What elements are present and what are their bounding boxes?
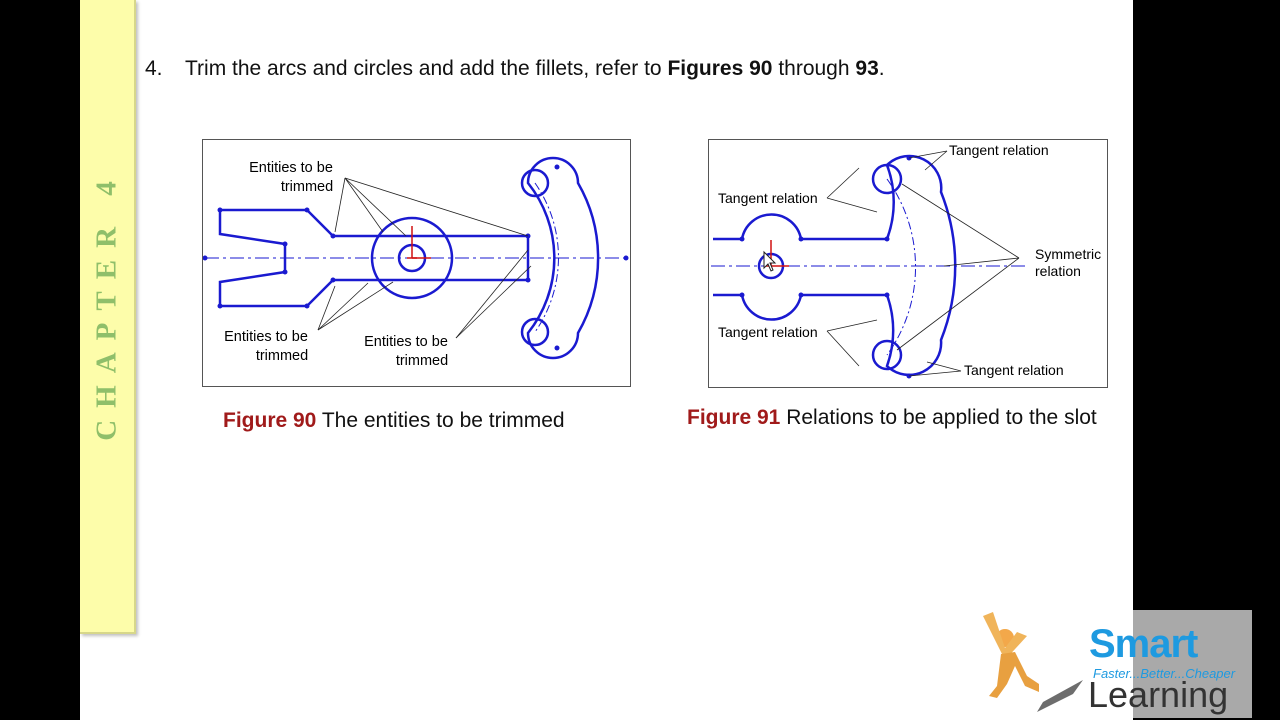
figure-91: Tangent relation Tangent relation Symmet… xyxy=(708,139,1108,388)
figure-90-number: Figure 90 xyxy=(223,409,317,432)
leader-lines xyxy=(826,150,1020,377)
label-symmetric: Symmetric xyxy=(1035,246,1101,262)
figure-90-caption: Figure 90 The entities to be trimmed xyxy=(223,409,565,432)
chapter-label: CHAPTER 4 xyxy=(90,169,123,441)
label-top-2: trimmed xyxy=(281,179,333,195)
figure-reference: Figures 90 xyxy=(667,57,773,80)
figure-90: Entities to be trimmed Entities to be tr… xyxy=(202,139,631,387)
logo-tagline: Faster...Better...Cheaper xyxy=(1093,666,1236,681)
slot-centerline-arc xyxy=(886,178,916,356)
step-number: 4. xyxy=(145,57,163,80)
mouse-cursor-icon xyxy=(763,250,777,272)
label-tangent-top-right: Tangent relation xyxy=(949,142,1049,158)
label-bottom-left-2: trimmed xyxy=(256,348,308,364)
label-bottom-left: Entities to be xyxy=(224,329,308,345)
document-page: CHAPTER 4 4.Trim the arcs and circles an… xyxy=(80,0,1133,720)
logo-brand: Smart xyxy=(1089,622,1198,666)
leader-lines xyxy=(317,177,532,339)
label-bottom-mid: Entities to be xyxy=(364,334,448,350)
slot-centerline-arc xyxy=(534,182,559,333)
logo-backdrop xyxy=(1133,610,1252,718)
label-tangent-left-lower: Tangent relation xyxy=(718,324,818,340)
step-instruction: 4.Trim the arcs and circles and add the … xyxy=(145,57,885,80)
sketch-profile xyxy=(713,154,957,377)
label-tangent-bottom-right: Tangent relation xyxy=(964,362,1064,378)
figure-91-number: Figure 91 xyxy=(687,406,781,429)
logo-word: Learning xyxy=(1088,674,1229,715)
label-top: Entities to be xyxy=(249,160,333,176)
figure-91-caption: Figure 91 Relations to be applied to the… xyxy=(687,406,1097,429)
label-symmetric-2: relation xyxy=(1035,263,1081,279)
sketch-profile xyxy=(218,156,600,360)
figure-reference-end: 93 xyxy=(855,57,879,80)
figure-91-drawing: Tangent relation Tangent relation Symmet… xyxy=(711,142,1101,379)
label-tangent-left-upper: Tangent relation xyxy=(718,190,818,206)
label-bottom-mid-2: trimmed xyxy=(396,353,448,369)
smart-learning-logo: Smart Faster...Better...Cheaper Learning xyxy=(975,608,1280,720)
figure-90-drawing: Entities to be trimmed Entities to be tr… xyxy=(203,156,629,369)
person-figure-icon xyxy=(983,612,1083,712)
origin-marker xyxy=(407,226,431,259)
chapter-tab: CHAPTER 4 xyxy=(80,0,136,634)
